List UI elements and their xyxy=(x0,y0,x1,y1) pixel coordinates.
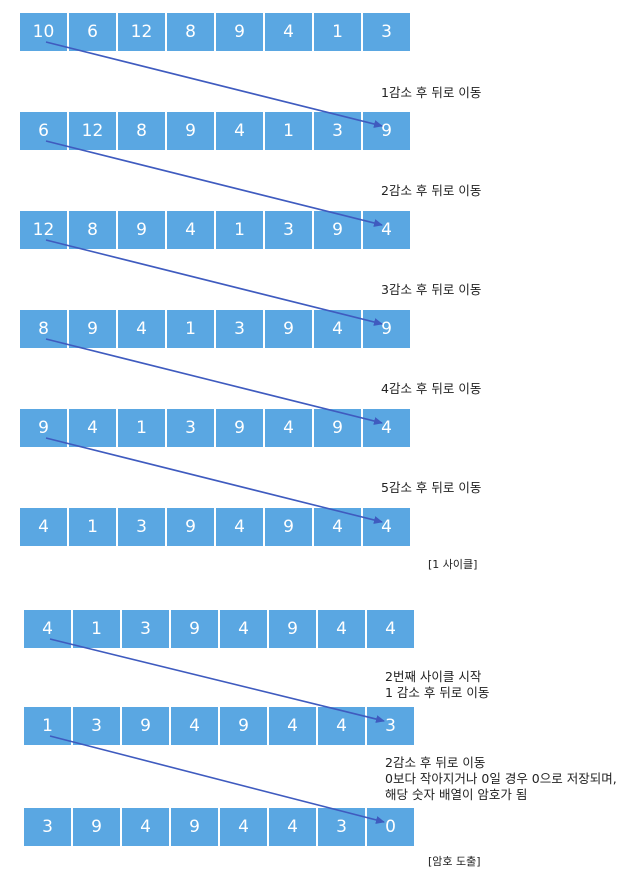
step-label: 4감소 후 뒤로 이동 xyxy=(381,381,482,396)
number-cell: 3 xyxy=(118,508,165,546)
number-cell: 9 xyxy=(220,707,267,745)
number-cell: 3 xyxy=(318,808,365,846)
cycle-2-step-1: 2번째 사이클 시작 1 감소 후 뒤로 이동 xyxy=(385,669,489,701)
step-label-line: 1 감소 후 뒤로 이동 xyxy=(385,685,490,700)
number-cell: 4 xyxy=(363,409,410,447)
number-cell: 3 xyxy=(122,610,169,648)
number-cell: 4 xyxy=(118,310,165,348)
number-cell: 12 xyxy=(20,211,67,249)
number-cell: 8 xyxy=(167,13,214,51)
number-cell: 9 xyxy=(216,409,263,447)
number-cell: 9 xyxy=(167,508,214,546)
number-cell: 4 xyxy=(265,13,312,51)
cycle-1-caption: [1 사이클] xyxy=(428,558,478,571)
number-cell: 3 xyxy=(73,707,120,745)
number-cell: 4 xyxy=(269,808,316,846)
number-cell: 9 xyxy=(265,310,312,348)
number-cell: 4 xyxy=(171,707,218,745)
number-cell: 9 xyxy=(167,112,214,150)
number-cell: 4 xyxy=(220,610,267,648)
number-cell: 3 xyxy=(314,112,361,150)
number-cell: 4 xyxy=(216,508,263,546)
step-label: 2감소 후 뒤로 이동 xyxy=(381,183,482,198)
number-cell: 9 xyxy=(265,508,312,546)
number-cell: 1 xyxy=(216,211,263,249)
number-cell: 4 xyxy=(314,508,361,546)
cycle-2-step-2: 2감소 후 뒤로 이동 0보다 작아지거나 0일 경우 0으로 저장되며, 해당… xyxy=(385,755,617,803)
number-cell: 8 xyxy=(20,310,67,348)
number-cell: 9 xyxy=(269,610,316,648)
number-cell: 9 xyxy=(314,211,361,249)
number-cell: 9 xyxy=(363,112,410,150)
number-cell: 1 xyxy=(69,508,116,546)
number-cell: 1 xyxy=(118,409,165,447)
number-cell: 9 xyxy=(171,610,218,648)
number-cell: 4 xyxy=(265,409,312,447)
step-label: 1감소 후 뒤로 이동 xyxy=(381,85,482,100)
number-cell: 8 xyxy=(118,112,165,150)
number-cell: 4 xyxy=(122,808,169,846)
number-cell: 1 xyxy=(265,112,312,150)
number-cell: 3 xyxy=(265,211,312,249)
step-label: 5감소 후 뒤로 이동 xyxy=(381,480,482,495)
number-cell: 4 xyxy=(367,610,414,648)
number-cell: 4 xyxy=(314,310,361,348)
number-cell: 4 xyxy=(20,508,67,546)
step-label-line: 2감소 후 뒤로 이동 xyxy=(385,755,486,770)
number-cell: 4 xyxy=(167,211,214,249)
number-cell: 1 xyxy=(167,310,214,348)
number-cell: 8 xyxy=(69,211,116,249)
number-cell: 3 xyxy=(363,13,410,51)
number-cell: 9 xyxy=(171,808,218,846)
number-cell: 4 xyxy=(216,112,263,150)
number-cell: 6 xyxy=(20,112,67,150)
number-cell: 4 xyxy=(363,508,410,546)
number-cell: 0 xyxy=(367,808,414,846)
number-cell: 12 xyxy=(69,112,116,150)
number-cell: 9 xyxy=(69,310,116,348)
number-cell: 9 xyxy=(118,211,165,249)
number-cell: 4 xyxy=(69,409,116,447)
number-cell: 6 xyxy=(69,13,116,51)
number-cell: 1 xyxy=(314,13,361,51)
cycle-2-caption: [암호 도출] xyxy=(428,855,481,868)
number-cell: 9 xyxy=(216,13,263,51)
number-cell: 9 xyxy=(20,409,67,447)
number-cell: 4 xyxy=(24,610,71,648)
number-cell: 3 xyxy=(167,409,214,447)
number-cell: 1 xyxy=(24,707,71,745)
number-cell: 1 xyxy=(73,610,120,648)
step-label: 3감소 후 뒤로 이동 xyxy=(381,282,482,297)
number-cell: 4 xyxy=(318,610,365,648)
number-cell: 3 xyxy=(24,808,71,846)
number-cell: 9 xyxy=(122,707,169,745)
step-label-line: 0보다 작아지거나 0일 경우 0으로 저장되며, xyxy=(385,771,617,786)
number-cell: 4 xyxy=(220,808,267,846)
step-label-line: 2번째 사이클 시작 xyxy=(385,669,482,684)
step-label-line: 해당 숫자 배열이 암호가 됨 xyxy=(385,787,528,802)
number-cell: 3 xyxy=(216,310,263,348)
number-cell: 12 xyxy=(118,13,165,51)
number-cell: 4 xyxy=(318,707,365,745)
number-cell: 10 xyxy=(20,13,67,51)
number-cell: 9 xyxy=(73,808,120,846)
number-cell: 3 xyxy=(367,707,414,745)
number-cell: 4 xyxy=(269,707,316,745)
number-cell: 4 xyxy=(363,211,410,249)
number-cell: 9 xyxy=(363,310,410,348)
number-cell: 9 xyxy=(314,409,361,447)
